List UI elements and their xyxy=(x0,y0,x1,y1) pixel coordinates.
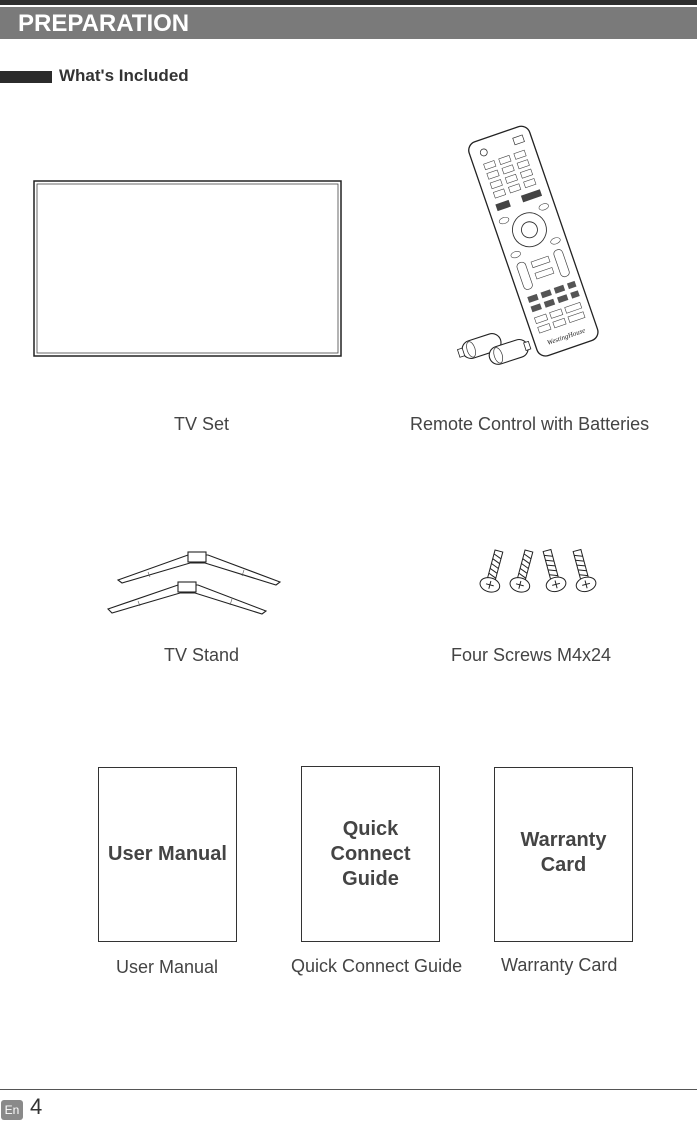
footer-rule xyxy=(0,1089,697,1090)
section-title: What's Included xyxy=(59,66,189,85)
quick-connect-caption: Quick Connect Guide xyxy=(291,956,463,976)
user-manual-document: User Manual xyxy=(98,767,237,942)
tv-stand-caption: TV Stand xyxy=(164,645,240,665)
warranty-cover-line: Warranty xyxy=(520,829,607,851)
remote-caption: Remote Control with Batteries xyxy=(410,414,650,434)
section-marker xyxy=(0,71,52,83)
quick-connect-document: Quick Connect Guide xyxy=(301,766,440,942)
top-rule xyxy=(0,0,697,5)
tv-stand-illustration xyxy=(106,551,282,615)
screws-caption: Four Screws M4x24 xyxy=(451,645,612,665)
page-number: 4 xyxy=(30,1094,43,1119)
tv-set-illustration xyxy=(33,180,342,357)
warranty-card-document: Warranty Card xyxy=(494,767,633,942)
quick-connect-cover-line: Connect xyxy=(330,842,411,865)
tv-set-caption: TV Set xyxy=(174,414,230,434)
warranty-cover-line: Card xyxy=(540,854,587,876)
screws-illustration xyxy=(479,548,597,593)
user-manual-caption: User Manual xyxy=(116,957,219,977)
warranty-card-caption: Warranty Card xyxy=(501,955,618,975)
user-manual-cover-title: User Manual xyxy=(108,843,227,865)
remote-control-illustration: WestingHouse xyxy=(456,125,599,365)
quick-connect-cover-line: Quick xyxy=(342,817,399,840)
quick-connect-cover-line: Guide xyxy=(342,867,399,890)
page-title: PREPARATION xyxy=(0,7,697,39)
language-badge: En xyxy=(1,1100,23,1120)
